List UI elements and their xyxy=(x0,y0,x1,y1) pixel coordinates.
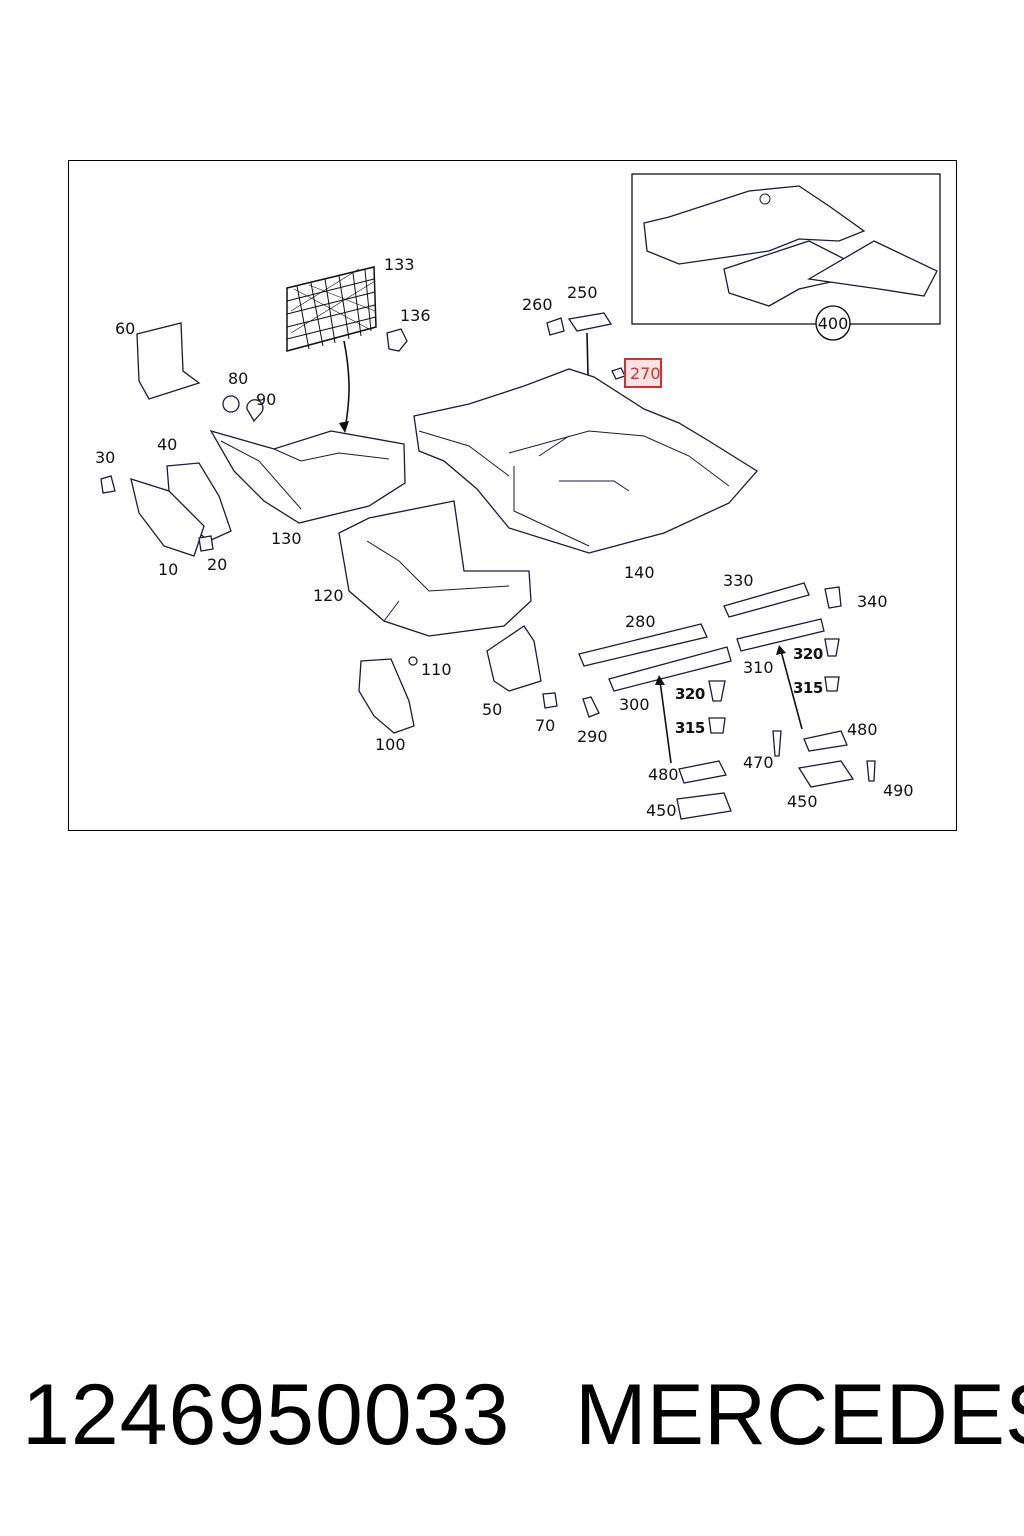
label-300: 300 xyxy=(619,695,650,714)
floor-mats-inset-box xyxy=(631,173,941,325)
clip-136 xyxy=(386,328,408,352)
callout-circle-400 xyxy=(815,305,851,341)
clip-315-a xyxy=(708,717,726,734)
label-30: 30 xyxy=(95,448,115,467)
nut-110 xyxy=(408,656,418,666)
screw-490 xyxy=(866,760,876,782)
screw-470 xyxy=(772,730,782,757)
clip-320-b xyxy=(824,638,840,657)
part-number: 1246950033 xyxy=(22,1367,511,1463)
clip-315-b xyxy=(824,676,840,692)
label-120: 120 xyxy=(313,586,344,605)
clip-90 xyxy=(246,399,264,423)
label-140: 140 xyxy=(624,563,655,582)
bracket-50 xyxy=(486,625,542,692)
label-90: 90 xyxy=(256,390,276,409)
label-130: 130 xyxy=(271,529,302,548)
pad-450-b xyxy=(797,760,855,788)
label-20: 20 xyxy=(207,555,227,574)
arrow-to-300 xyxy=(659,680,672,764)
label-270: 270 xyxy=(630,364,661,383)
nut-20 xyxy=(198,535,214,552)
sill-310 xyxy=(736,618,825,652)
arrowhead xyxy=(655,675,665,685)
arrowhead xyxy=(776,645,786,655)
label-470: 470 xyxy=(743,753,774,772)
mat-eyelet xyxy=(759,193,771,205)
trim-130 xyxy=(209,429,406,524)
label-480-a: 480 xyxy=(648,765,679,784)
sill-300 xyxy=(608,646,732,692)
label-80: 80 xyxy=(228,369,248,388)
label-60: 60 xyxy=(115,319,135,338)
label-330: 330 xyxy=(723,571,754,590)
sill-330 xyxy=(723,582,810,618)
label-110: 110 xyxy=(421,660,452,679)
cover-260 xyxy=(546,317,565,336)
label-260: 260 xyxy=(522,295,553,314)
label-450-b: 450 xyxy=(787,792,818,811)
floor-mat-front xyxy=(643,185,866,265)
parts-diagram-drawing: 400 xyxy=(95,173,941,820)
label-10: 10 xyxy=(158,560,178,579)
label-315-a: 315 xyxy=(675,719,705,737)
label-50: 50 xyxy=(482,700,502,719)
label-315-b: 315 xyxy=(793,679,823,697)
clip-30 xyxy=(100,475,116,494)
label-100: 100 xyxy=(375,735,406,754)
sill-280 xyxy=(578,623,708,667)
highlight-270-box xyxy=(624,358,662,388)
label-400: 400 xyxy=(818,314,849,333)
trim-130-detail xyxy=(220,440,390,510)
label-320-a: 320 xyxy=(675,685,705,703)
pad-480-a xyxy=(678,760,727,784)
clip-340 xyxy=(824,586,842,609)
clip-70 xyxy=(542,692,558,709)
brand-name: MERCEDES xyxy=(575,1367,1024,1463)
floor-mat-rear-right xyxy=(807,240,938,297)
cargo-net xyxy=(286,266,377,352)
label-70: 70 xyxy=(535,716,555,735)
screw-80 xyxy=(222,395,240,413)
lining-120-detail xyxy=(366,540,510,622)
footer: 1246950033 MERCEDES xyxy=(0,1360,1024,1470)
label-136: 136 xyxy=(400,306,431,325)
pad-450-a xyxy=(676,792,732,820)
floor-carpet-detail xyxy=(418,430,730,547)
arrow-133-to-130 xyxy=(343,340,350,430)
label-133: 133 xyxy=(384,255,415,274)
label-310: 310 xyxy=(743,658,774,677)
floor-carpet-140 xyxy=(413,368,758,554)
arrowhead xyxy=(339,421,349,433)
label-340: 340 xyxy=(857,592,888,611)
label-450-a: 450 xyxy=(646,801,677,820)
label-40: 40 xyxy=(157,435,177,454)
label-280: 280 xyxy=(625,612,656,631)
handle-250 xyxy=(567,312,613,332)
bracket-100 xyxy=(358,658,415,734)
clip-290 xyxy=(582,696,600,718)
label-250: 250 xyxy=(567,283,598,302)
pad-480-b xyxy=(803,730,848,752)
cover-60 xyxy=(136,322,201,400)
clip-320-a xyxy=(708,680,726,702)
lining-120 xyxy=(338,500,532,637)
plug-270 xyxy=(611,367,626,380)
label-290: 290 xyxy=(577,727,608,746)
label-320-b: 320 xyxy=(793,645,823,663)
floor-mat-rear-left xyxy=(723,240,866,307)
label-490: 490 xyxy=(883,781,914,800)
parts-diagram: 400 xyxy=(68,160,957,831)
arrow-to-310 xyxy=(780,650,803,730)
label-480-b: 480 xyxy=(847,720,878,739)
panel-10 xyxy=(130,478,205,557)
